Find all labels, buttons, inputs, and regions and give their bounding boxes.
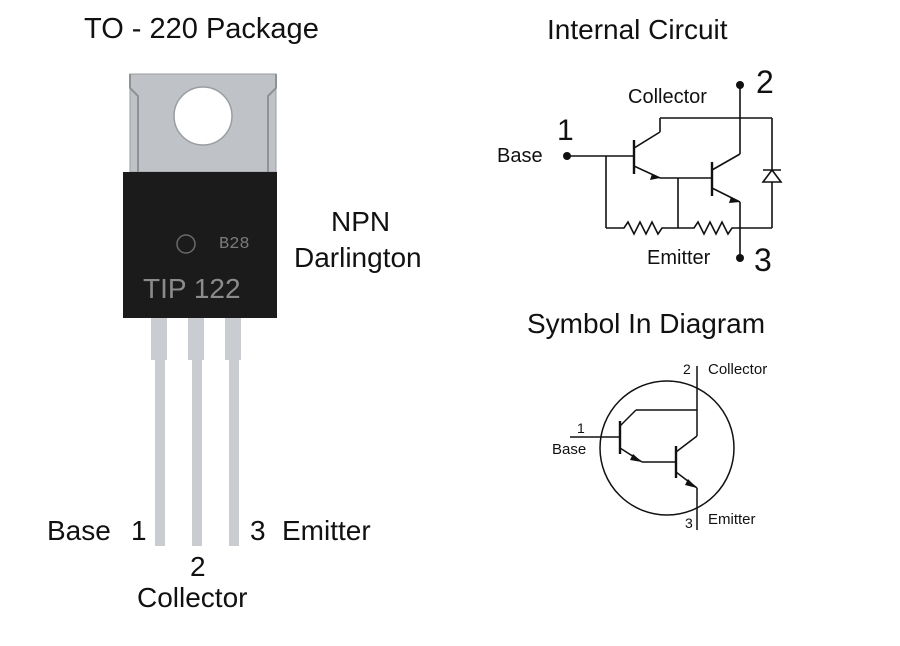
internal-base-label: Base <box>497 145 543 167</box>
collector-terminal-dot <box>736 81 744 89</box>
base-terminal-dot <box>563 152 571 160</box>
type-label-darlington: Darlington <box>294 242 422 273</box>
symbol-collector-number: 2 <box>683 361 691 377</box>
symbol-circle <box>599 380 735 516</box>
symbol-base-label: Base <box>552 441 587 458</box>
symbol-emitter-label: Emitter <box>708 511 756 528</box>
internal-base-number: 1 <box>557 114 574 147</box>
q1-emitter-arrow <box>650 174 660 180</box>
package-part-number: TIP 122 <box>143 273 241 304</box>
symbol-base-number: 1 <box>577 420 585 436</box>
symbol-emitter-number: 3 <box>685 515 693 531</box>
symbol-diagram-title: Symbol In Diagram <box>527 308 766 339</box>
mounting-hole <box>173 86 233 146</box>
pin3-name: Emitter <box>282 515 371 546</box>
diode-triangle <box>761 168 783 183</box>
lead-3 <box>225 318 241 360</box>
emitter-terminal-dot <box>736 254 744 262</box>
pin2-number: 2 <box>190 551 206 582</box>
pin3-number: 3 <box>250 515 266 546</box>
type-label-npn: NPN <box>331 206 391 237</box>
symbol-q1-arrow <box>630 454 642 462</box>
package-body <box>123 172 277 318</box>
symbol-collector-label: Collector <box>708 361 768 378</box>
package-marking: B28 <box>219 235 250 254</box>
pin2-name: Collector <box>137 582 248 613</box>
internal-circuit-title: Internal Circuit <box>547 14 728 45</box>
internal-emitter-number: 3 <box>754 242 772 278</box>
pin1-name: Base <box>47 515 111 546</box>
package-title: TO - 220 Package <box>84 13 319 45</box>
symbol-q2-arrow <box>685 479 697 488</box>
internal-collector-label: Collector <box>628 86 707 108</box>
lead-1 <box>151 318 167 360</box>
pin1-number: 1 <box>131 515 147 546</box>
lead-2 <box>188 318 204 360</box>
st-logo-icon <box>176 234 196 254</box>
internal-emitter-label: Emitter <box>647 247 711 269</box>
q2-emitter-arrow <box>729 197 740 203</box>
internal-collector-number: 2 <box>756 64 774 100</box>
